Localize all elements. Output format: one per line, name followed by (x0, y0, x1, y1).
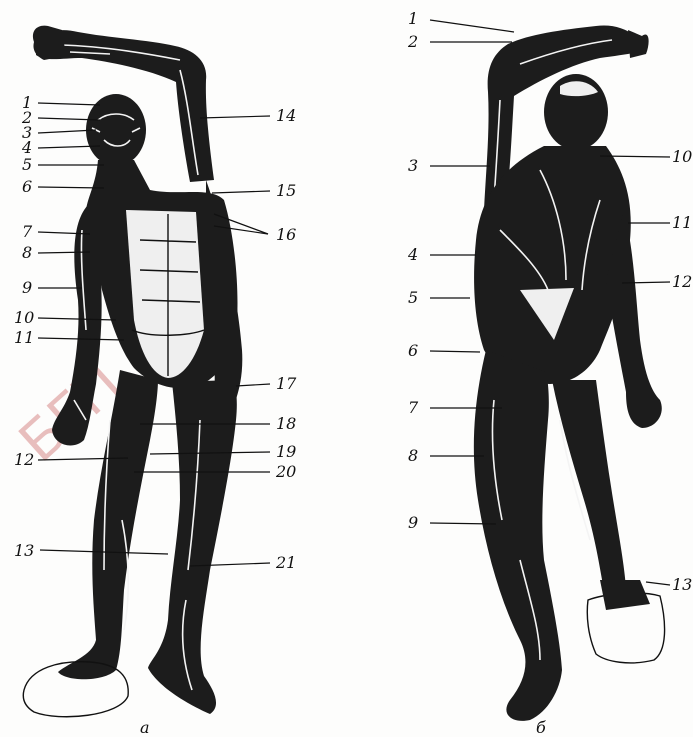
label-b-9: 9 (408, 513, 418, 532)
label-b-6: 6 (408, 341, 418, 360)
label-a-16: 16 (276, 225, 296, 244)
label-a-10: 10 (14, 308, 34, 327)
label-b-11: 11 (672, 213, 692, 232)
label-a-5: 5 (22, 155, 32, 174)
front-right-labels: 14 15 16 17 18 19 20 21 (275, 106, 297, 572)
front-left-labels: 1 2 3 4 5 6 7 8 9 10 11 12 13 (14, 93, 34, 560)
caption-a: а (140, 718, 150, 737)
label-b-13: 13 (672, 575, 692, 594)
label-b-1: 1 (408, 9, 418, 28)
label-a-6: 6 (22, 177, 32, 196)
label-a-9: 9 (22, 278, 32, 297)
label-a-18: 18 (276, 414, 296, 433)
front-body-figure (23, 26, 242, 717)
label-b-5: 5 (408, 288, 418, 307)
label-a-8: 8 (22, 243, 32, 262)
label-a-14: 14 (276, 106, 296, 125)
label-a-21: 21 (275, 553, 296, 572)
label-b-10: 10 (672, 147, 692, 166)
label-a-19: 19 (276, 442, 296, 461)
label-b-3: 3 (408, 156, 418, 175)
label-b-8: 8 (408, 446, 418, 465)
back-body-figure (474, 26, 665, 721)
label-b-12: 12 (672, 272, 692, 291)
label-a-17: 17 (276, 374, 297, 393)
label-a-11: 11 (14, 328, 34, 347)
label-a-20: 20 (275, 462, 296, 481)
label-a-7: 7 (22, 222, 33, 241)
label-a-13: 13 (14, 541, 34, 560)
label-b-7: 7 (408, 398, 419, 417)
label-a-15: 15 (276, 181, 296, 200)
label-b-4: 4 (407, 245, 418, 264)
back-right-labels: 10 11 12 13 (672, 147, 692, 594)
label-b-2: 2 (407, 32, 418, 51)
caption-b: б (536, 718, 546, 737)
back-left-labels: 1 2 3 4 5 6 7 8 9 (407, 9, 419, 532)
label-a-12: 12 (14, 450, 34, 469)
